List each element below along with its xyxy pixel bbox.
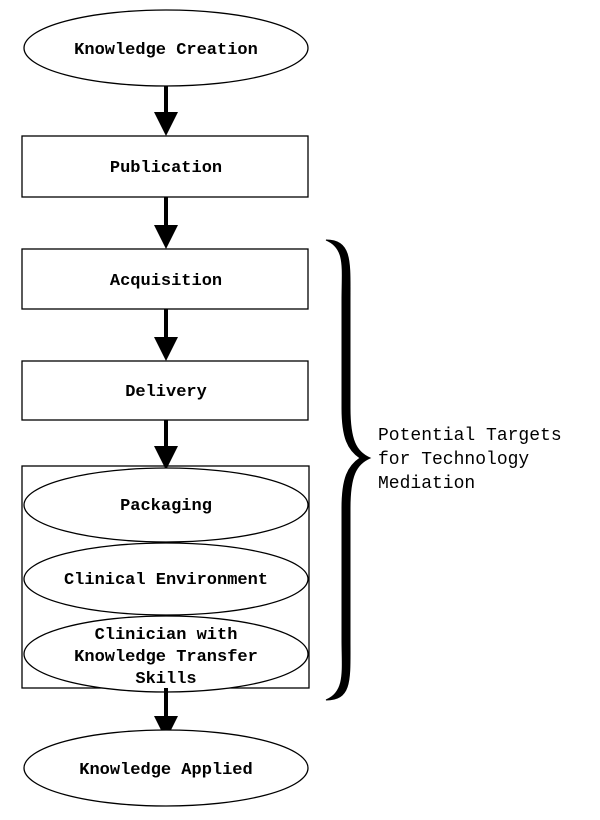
node-delivery-label: Delivery: [125, 383, 207, 402]
node-clinician-label-line3: Skills: [135, 670, 196, 689]
node-knowledge-applied-label: Knowledge Applied: [79, 761, 252, 780]
node-delivery: Delivery: [21, 360, 309, 421]
node-clinical-environment-label: Clinical Environment: [64, 571, 268, 590]
arrow-delivery-to-group: [154, 420, 178, 470]
node-clinical-environment: Clinical Environment: [23, 542, 309, 616]
node-clinician-label-line1: Clinician with: [95, 626, 238, 645]
node-packaging-label: Packaging: [120, 497, 212, 516]
curly-brace: [325, 239, 372, 701]
node-clinician: Clinician with Knowledge Transfer Skills: [23, 615, 309, 693]
node-publication: Publication: [21, 135, 309, 198]
node-clinician-label-line2: Knowledge Transfer: [74, 648, 258, 667]
arrow-publication-to-acquisition: [154, 197, 178, 249]
node-acquisition: Acquisition: [21, 248, 309, 310]
arrow-creation-to-publication: [154, 86, 178, 136]
node-knowledge-creation: Knowledge Creation: [23, 9, 309, 87]
node-packaging: Packaging: [23, 467, 309, 543]
arrow-acquisition-to-delivery: [154, 309, 178, 361]
node-publication-label: Publication: [110, 159, 222, 178]
node-knowledge-creation-label: Knowledge Creation: [74, 41, 258, 60]
node-acquisition-label: Acquisition: [110, 272, 222, 291]
bracket-label-line2: for Technology: [378, 450, 529, 470]
bracket-label-line1: Potential Targets: [378, 426, 562, 446]
bracket-label-line3: Mediation: [378, 474, 475, 494]
bracket-label: Potential Targets for Technology Mediati…: [378, 426, 562, 494]
node-knowledge-applied: Knowledge Applied: [23, 729, 309, 807]
arrow-group-to-applied: [154, 688, 178, 740]
